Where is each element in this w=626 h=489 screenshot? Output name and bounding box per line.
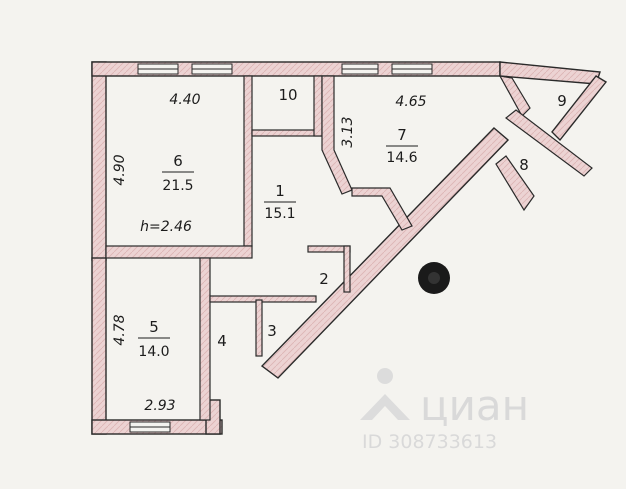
room-7-number: 7 — [397, 126, 407, 144]
room-10-number: 10 — [278, 86, 297, 104]
room-5-area: 14.0 — [138, 344, 169, 360]
room-3-number: 3 — [267, 322, 277, 340]
room-5-width: 2.93 — [144, 398, 175, 414]
inner-walls — [105, 75, 593, 421]
room-8-number: 8 — [519, 156, 529, 174]
room-7-depth: 3.13 — [340, 116, 356, 147]
watermark-brand: циан — [420, 381, 529, 430]
black-circle-marker-icon — [418, 262, 450, 294]
room-9-number: 9 — [557, 92, 567, 110]
cian-logo-icon — [360, 368, 410, 420]
room-6-depth: 4.90 — [112, 154, 128, 185]
room-4-number: 4 — [217, 332, 227, 350]
room-5-number: 5 — [149, 318, 159, 336]
room-7-width: 4.65 — [395, 94, 426, 110]
room-2-number: 2 — [319, 270, 329, 288]
room-1-number: 1 — [275, 182, 285, 200]
room-1-area: 15.1 — [264, 206, 295, 222]
watermark-id: ID 308733613 — [362, 431, 497, 453]
room-6-width: 4.40 — [169, 92, 200, 108]
room-6-height: h=2.46 — [140, 219, 192, 235]
outer-walls — [91, 61, 608, 435]
room-6-area: 21.5 — [162, 178, 193, 194]
watermark: циан ID 308733613 — [360, 368, 529, 453]
room-7-area: 14.6 — [386, 150, 417, 166]
room-6-number: 6 — [173, 152, 183, 170]
windows — [129, 63, 433, 433]
room-5-depth: 4.78 — [112, 314, 128, 345]
